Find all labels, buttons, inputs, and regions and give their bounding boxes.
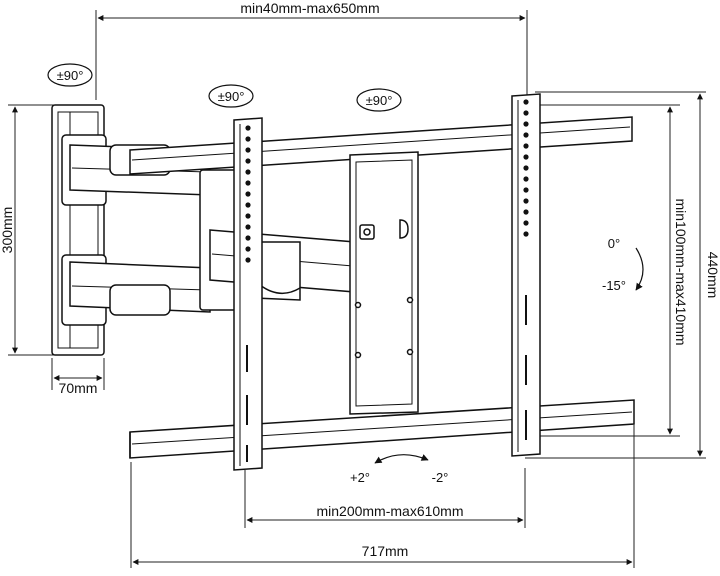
level-minus-label: -2°	[432, 470, 449, 485]
wall-plate	[51, 104, 107, 356]
head-pivot-label: ±90°	[366, 93, 393, 108]
mounting-hole	[245, 213, 251, 219]
wall-pivot-label: ±90°	[57, 68, 84, 83]
mounting-hole	[245, 246, 251, 252]
mounting-hole	[245, 147, 251, 153]
arm-length-label: min40mm-max650mm	[240, 0, 379, 16]
horizontal-spacing-label: min200mm-max610mm	[316, 503, 463, 519]
mounting-hole	[523, 220, 529, 226]
mounting-hole	[523, 143, 529, 149]
mounting-hole	[523, 176, 529, 182]
right-vertical-bracket	[511, 93, 541, 457]
tilt-down-label: -15°	[602, 278, 626, 293]
wall-plate-depth-label: 70mm	[59, 380, 98, 396]
mounting-hole	[245, 191, 251, 197]
mounting-hole	[523, 121, 529, 127]
mounting-hole	[523, 99, 529, 105]
mounting-hole	[245, 136, 251, 142]
mounting-hole	[523, 110, 529, 116]
mounting-hole	[245, 235, 251, 241]
right-bracket-holes	[523, 99, 529, 237]
wall-plate-height-label: 300mm	[0, 207, 15, 254]
total-width-label: 717mm	[362, 543, 409, 559]
left-bracket-holes	[245, 125, 251, 263]
tilt-head	[349, 151, 419, 415]
mounting-hole	[523, 209, 529, 215]
mounting-hole	[523, 154, 529, 160]
mounting-hole	[245, 202, 251, 208]
mounting-hole	[523, 231, 529, 237]
mounting-hole	[245, 224, 251, 230]
mounting-hole	[245, 180, 251, 186]
articulating-arms	[69, 144, 356, 316]
tilt-up-label: 0°	[608, 236, 620, 251]
mounting-hole	[523, 198, 529, 204]
mounting-hole	[245, 169, 251, 175]
mounting-hole	[523, 132, 529, 138]
rotation-arrows	[47, 63, 644, 464]
vertical-spacing-label: min100mm-max410mm	[673, 198, 689, 345]
dimension-lines	[8, 10, 706, 568]
total-height-label: 440mm	[705, 252, 720, 299]
mounting-hole	[245, 158, 251, 164]
left-vertical-bracket	[233, 117, 263, 471]
mounting-hole	[523, 165, 529, 171]
mounting-hole	[523, 187, 529, 193]
level-plus-label: +2°	[350, 470, 370, 485]
mounting-hole	[245, 257, 251, 263]
mounting-hole	[245, 125, 251, 131]
arm-pivot-label: ±90°	[218, 89, 245, 104]
